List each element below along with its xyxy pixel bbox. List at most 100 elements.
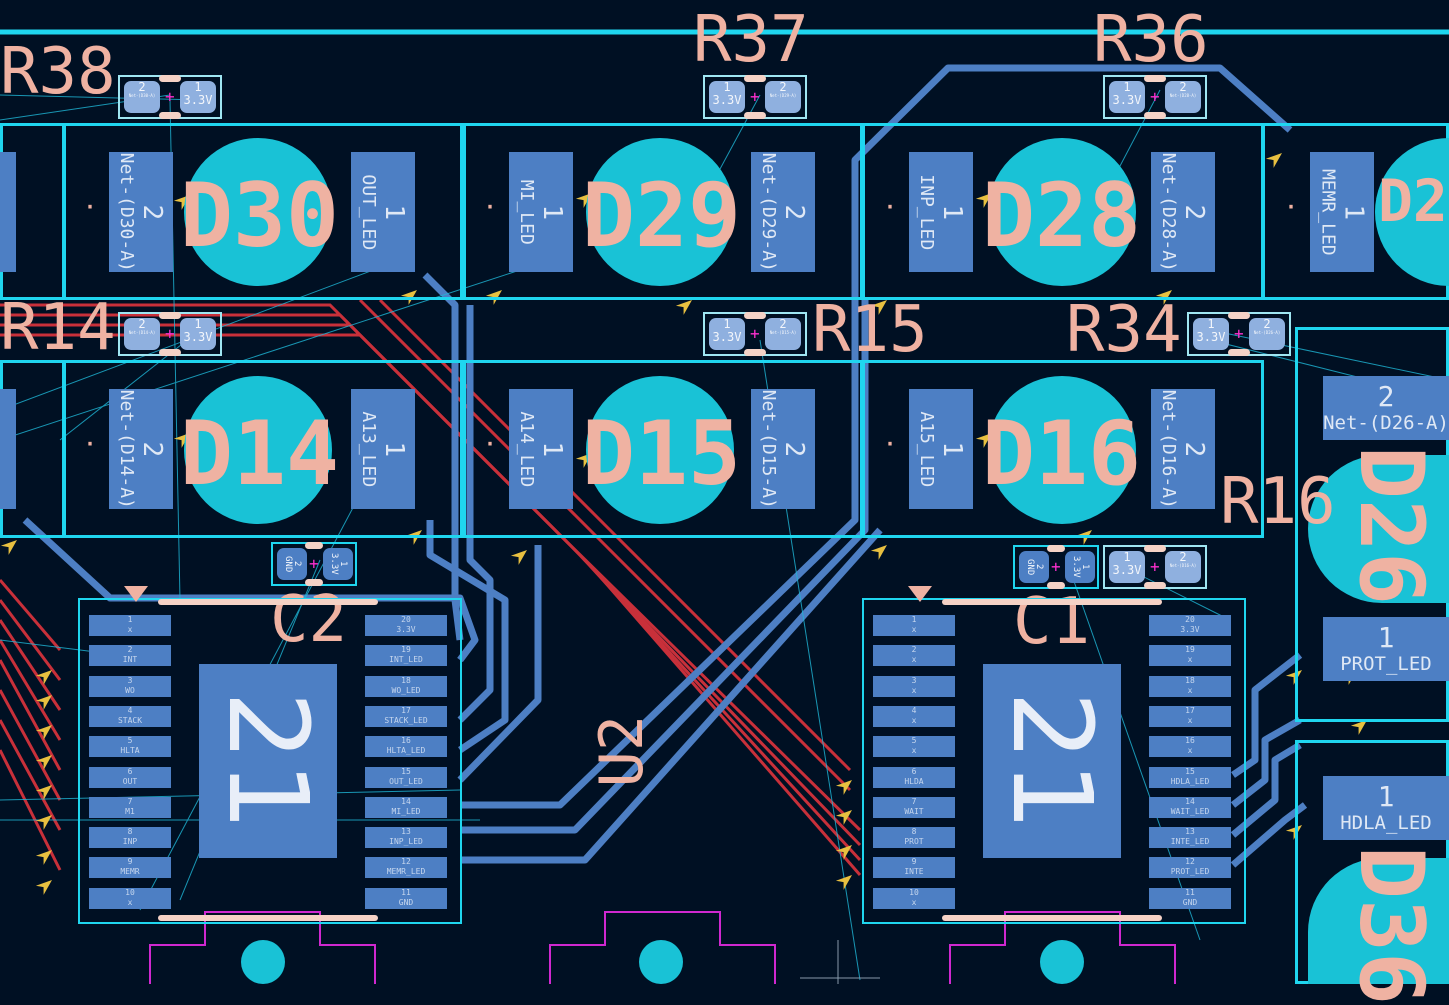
- partial-pad-left[interactable]: [0, 389, 16, 509]
- pin-number: 15: [1185, 766, 1195, 776]
- ic-value-block[interactable]: 21: [199, 664, 337, 858]
- pin-number: 2: [127, 645, 133, 655]
- pin-number: 4: [127, 705, 133, 715]
- pad-number: 2: [138, 317, 146, 331]
- pad-number: 1: [379, 441, 410, 457]
- led-body-pad[interactable]: [586, 138, 734, 286]
- led-reference-label: D29: [582, 164, 741, 267]
- led-body-pad[interactable]: [184, 376, 332, 524]
- ic-value-block[interactable]: 21: [983, 664, 1121, 858]
- led-body-pad[interactable]: [1308, 858, 1449, 984]
- led-body-pad[interactable]: [988, 376, 1136, 524]
- pad-number: 1: [194, 80, 202, 94]
- ratsnest-arrow-icon: [835, 780, 852, 795]
- pin-number: 14: [1185, 796, 1195, 806]
- partial-pad-left[interactable]: [0, 152, 16, 272]
- pin-net-name: x: [127, 897, 133, 907]
- pad-net-name: Net-(D28-A): [1169, 92, 1197, 98]
- pin-net-name: x: [911, 746, 917, 756]
- led-body-pad[interactable]: [988, 138, 1136, 286]
- led-body-pad[interactable]: [586, 376, 734, 524]
- led-body-pad[interactable]: [184, 138, 332, 286]
- pad-dot: ·: [484, 432, 497, 456]
- led-body-pad[interactable]: [1308, 455, 1449, 603]
- pad-net-name: Net-(D28-A): [1158, 152, 1180, 272]
